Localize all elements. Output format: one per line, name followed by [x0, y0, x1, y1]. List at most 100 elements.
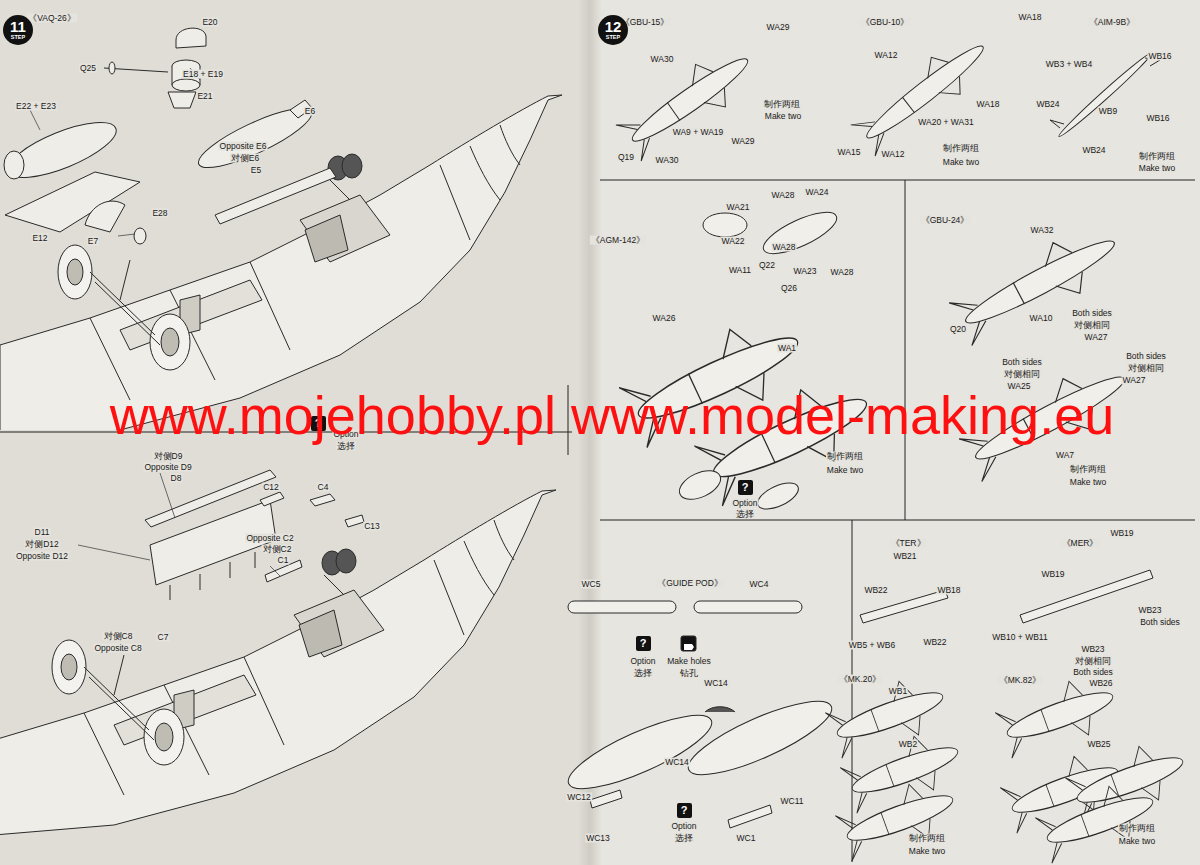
option-icon: ?	[738, 480, 753, 495]
illustration-path	[345, 515, 364, 527]
part-label: 制作两组	[908, 834, 946, 843]
part-label: WA30	[650, 55, 675, 64]
part-label: 对侧E6	[230, 154, 260, 163]
part-label: D8	[170, 474, 183, 483]
part-label: WA12	[874, 51, 899, 60]
part-label: Make two	[1069, 478, 1107, 487]
illustration-use	[1034, 774, 1163, 865]
part-label: WB9	[1098, 107, 1118, 116]
illustration-path	[860, 590, 948, 623]
illustration-ellipse	[703, 213, 747, 237]
part-label: 制作两组	[942, 144, 980, 153]
part-label: WA23	[793, 267, 818, 276]
step-caption: STEP	[11, 35, 25, 41]
part-label: Option	[629, 657, 656, 666]
part-label: 选择	[674, 834, 694, 843]
part-label: 《AGM-142》	[590, 236, 646, 245]
part-label: E21	[196, 92, 213, 101]
part-label: Make two	[1138, 164, 1176, 173]
part-label: 对侧相同	[1003, 370, 1041, 379]
step-digit: 12	[605, 19, 622, 34]
part-label: 钻孔	[679, 669, 699, 678]
illustration-path	[170, 552, 255, 600]
part-label: Make two	[826, 466, 864, 475]
part-label: WB24	[1081, 146, 1106, 155]
part-label: WC14	[703, 679, 729, 688]
illustration-ellipse	[681, 688, 840, 788]
part-label: 《GBU-10》	[860, 18, 911, 27]
part-label: WB21	[892, 552, 917, 561]
illustration-use	[947, 217, 1127, 349]
part-label: E6	[304, 107, 316, 116]
part-label: Opposite D12	[15, 552, 69, 561]
part-label: WA28	[830, 268, 855, 277]
part-label: 对侧相同	[1074, 657, 1112, 666]
illustration-path	[215, 168, 336, 224]
part-label: WA27	[1122, 376, 1147, 385]
part-label: Option	[731, 499, 758, 508]
part-label: Make holes	[666, 657, 711, 666]
part-label: WC14	[664, 758, 690, 767]
illustration-g	[675, 204, 842, 514]
part-label: Q20	[949, 325, 967, 334]
illustration-path	[1050, 58, 1160, 128]
part-label: WA21	[726, 203, 751, 212]
part-label: Both sides	[1139, 618, 1181, 627]
part-label: D11	[34, 528, 51, 537]
illustration-use	[0, 490, 556, 835]
part-label: 对侧相同	[1127, 364, 1165, 373]
illustration-ellipse	[4, 151, 24, 179]
illustration-line	[78, 545, 150, 560]
part-label: C13	[363, 522, 381, 531]
part-label: WB19	[1040, 570, 1065, 579]
part-label: WB22	[863, 586, 888, 595]
illustration-rect	[568, 601, 676, 613]
part-label: Both sides	[1001, 358, 1043, 367]
illustration-path	[85, 201, 125, 232]
part-label: WB10 + WB11	[991, 633, 1048, 642]
part-label: WA29	[766, 23, 791, 32]
part-label: WA18	[1018, 13, 1043, 22]
illustration-ellipse	[109, 62, 115, 74]
illustration-use	[994, 669, 1123, 762]
part-label: Make two	[764, 112, 802, 121]
option-mark: ?	[681, 805, 688, 816]
part-label: Make two	[908, 847, 946, 856]
illustration-path	[728, 805, 772, 828]
illustration-path	[5, 172, 140, 232]
part-label: WB16	[1145, 114, 1170, 123]
illustration-path	[150, 500, 276, 585]
part-label: C1	[277, 556, 290, 565]
part-label: E12	[31, 234, 48, 243]
illustration-rect	[694, 601, 802, 613]
part-label: 对侧C2	[262, 545, 293, 554]
illustration-line	[852, 520, 853, 862]
illustration-ellipse	[134, 228, 146, 244]
part-label: WA1	[777, 344, 797, 353]
illustration-line	[905, 180, 906, 520]
illustration-use	[614, 39, 763, 165]
part-label: WB2	[898, 740, 918, 749]
part-label: 对侧相同	[1073, 321, 1111, 330]
part-label: C4	[317, 483, 330, 492]
part-label: E22 + E23	[15, 102, 57, 111]
part-label: WA9 + WA19	[672, 128, 725, 137]
part-label: 对侧D12	[24, 540, 60, 549]
part-label: Make two	[942, 158, 980, 167]
illustration-use	[834, 772, 963, 865]
part-label: WA20 + WA31	[917, 118, 974, 127]
illustration-ellipse	[192, 98, 317, 178]
part-label: 制作两组	[763, 100, 801, 109]
part-label: Make two	[1118, 837, 1156, 846]
part-label: WB3 + WB4	[1045, 60, 1094, 69]
part-label: 制作两组	[1069, 465, 1107, 474]
illustration-path	[1020, 570, 1153, 623]
part-label: WA10	[1029, 314, 1054, 323]
option-mark: ?	[742, 482, 749, 493]
part-label: WB18	[936, 586, 961, 595]
part-label: WB25	[1086, 740, 1111, 749]
illustration-g	[28, 68, 280, 576]
part-label: Opposite C8	[93, 644, 142, 653]
part-label: WB16	[1147, 52, 1172, 61]
